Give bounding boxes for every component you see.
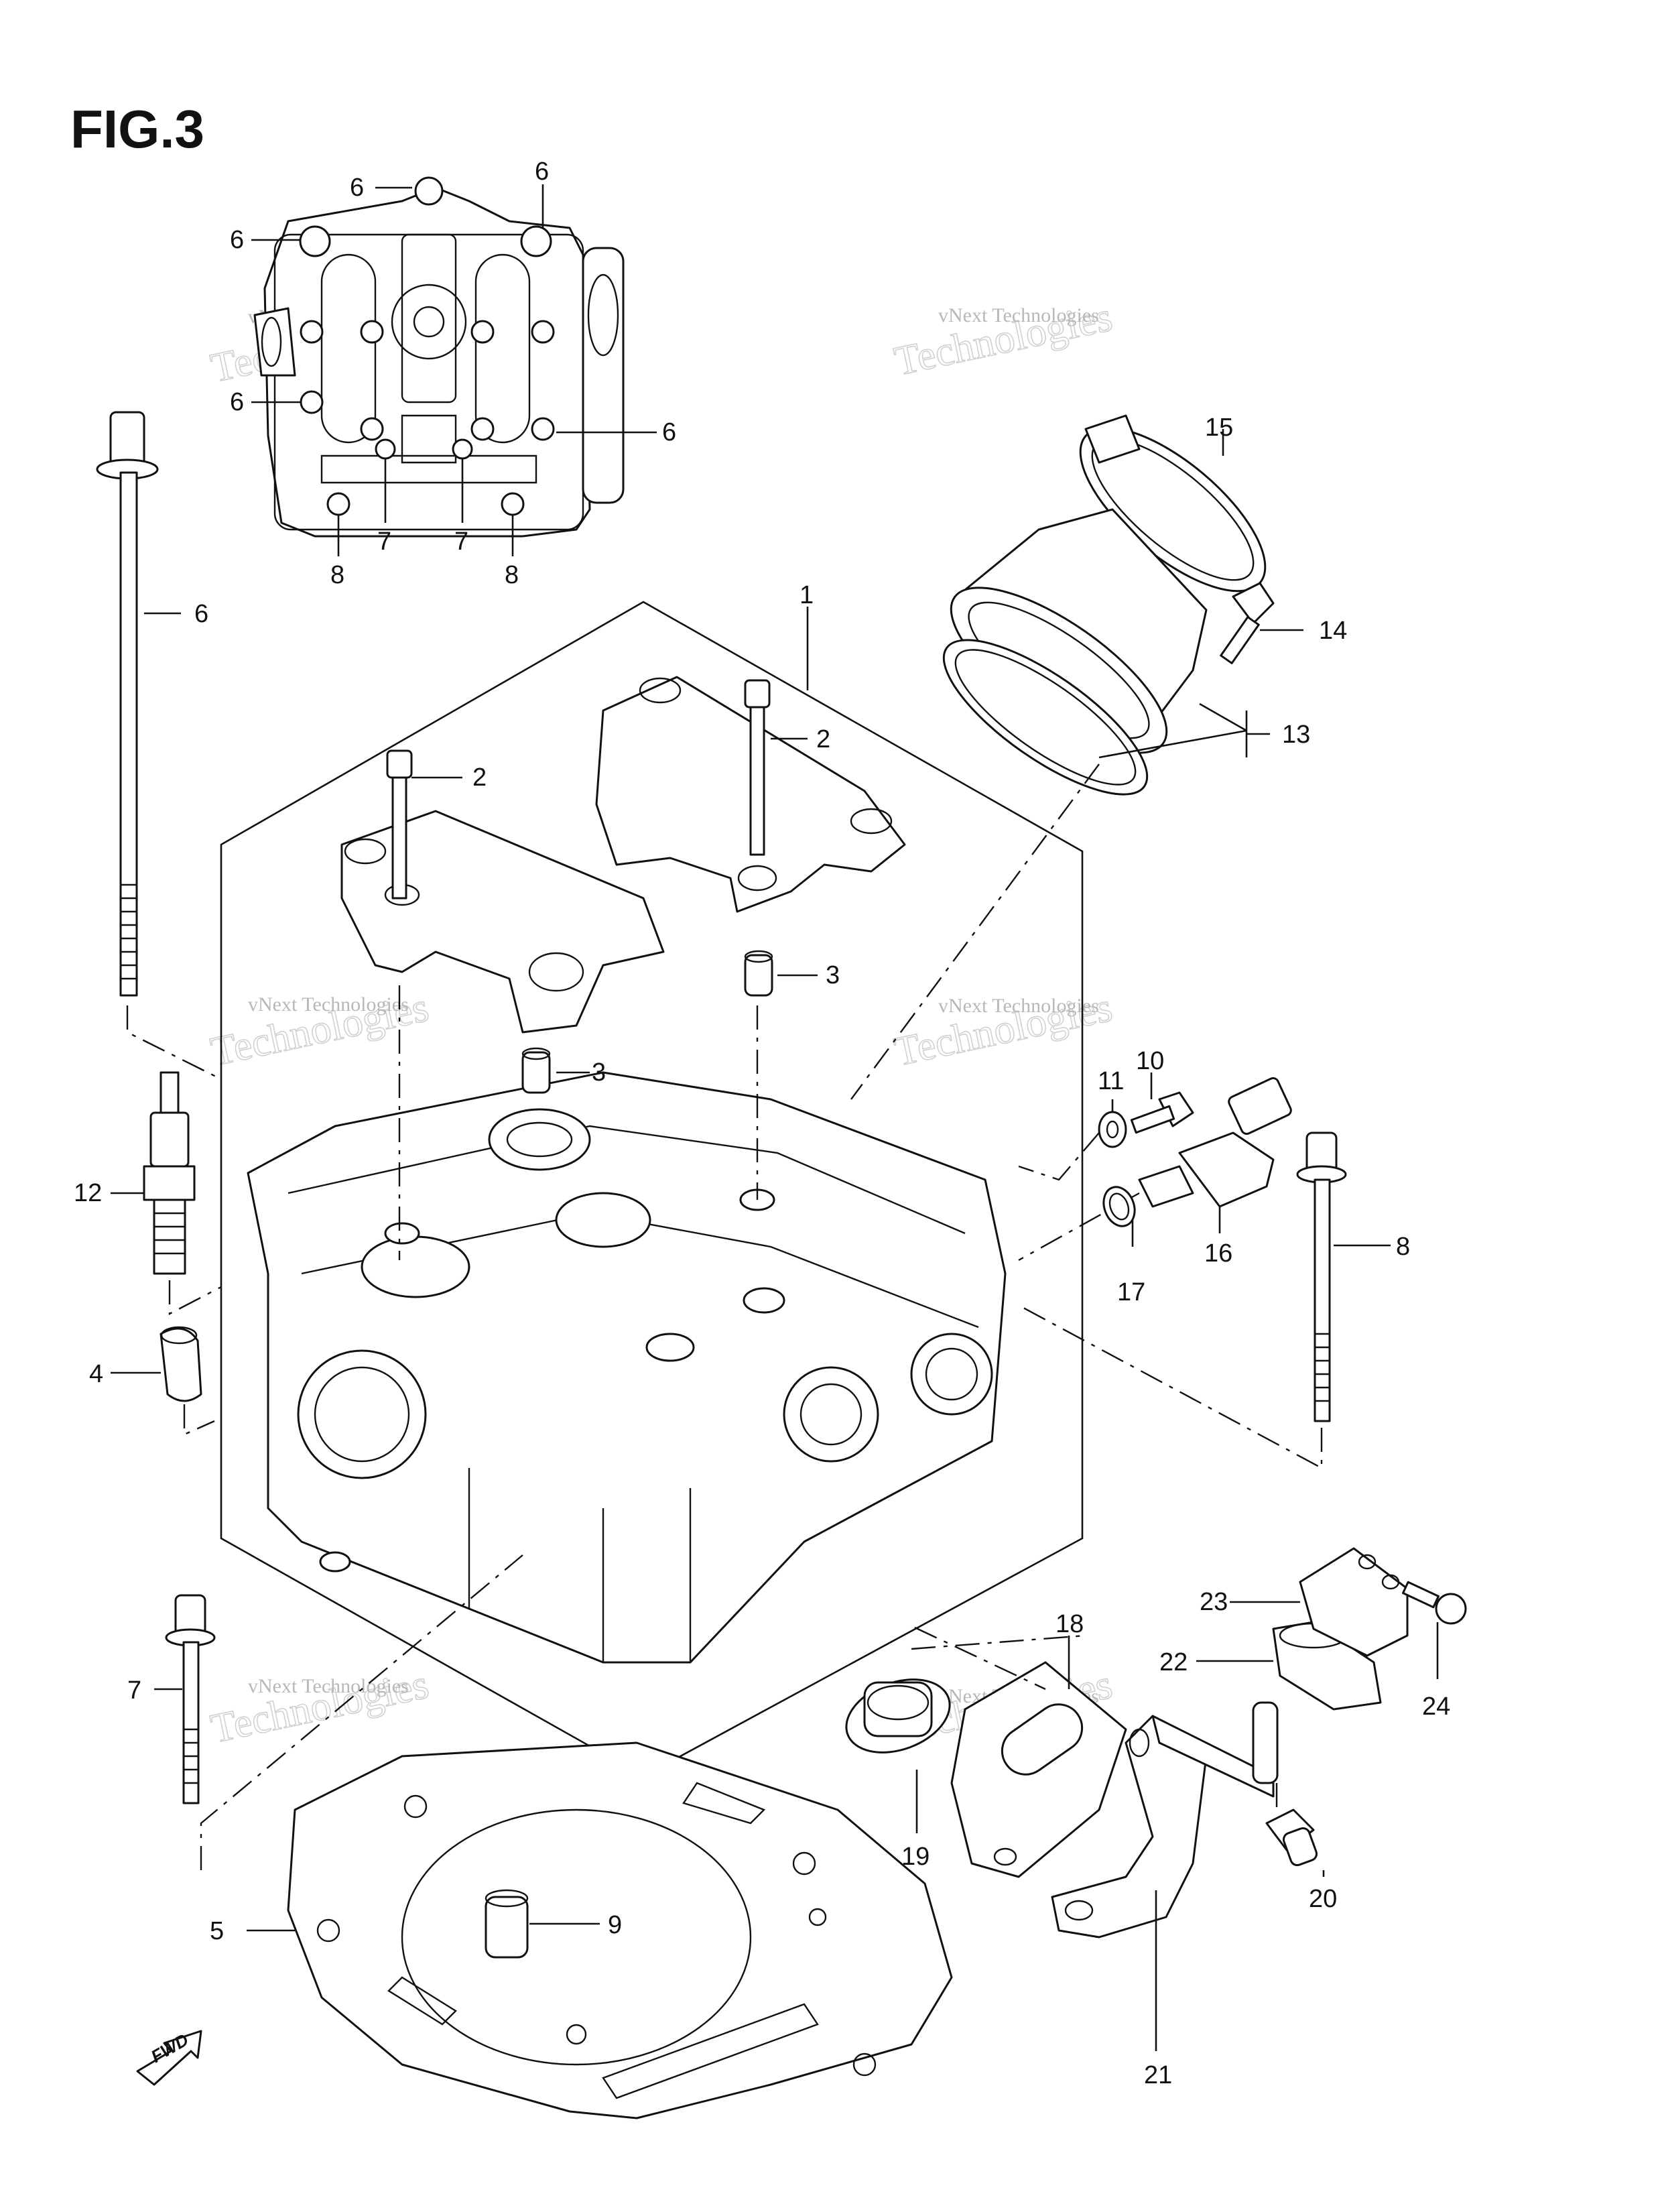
fwd-arrow: FWD	[136, 2030, 202, 2086]
part-16-temperature-sensor	[1018, 1077, 1292, 1262]
callout-24: 24	[1422, 1693, 1450, 1721]
cylinder-head-top-view	[253, 176, 625, 538]
part-7-bolt	[154, 1554, 523, 1870]
part-14-screw	[850, 582, 1303, 1100]
callout-21: 21	[1144, 2061, 1172, 2089]
callout-13: 13	[1282, 721, 1310, 749]
part-12-spark-plug	[111, 1071, 222, 1315]
callout-6-bolt: 6	[194, 600, 208, 628]
callout-23: 23	[1200, 1588, 1228, 1616]
part-6-head-bolt	[96, 411, 222, 1081]
top-view-leaders	[251, 184, 657, 556]
callout-6-top: 6	[350, 174, 364, 202]
callout-17: 17	[1117, 1278, 1145, 1306]
part-24-bolt	[1402, 1581, 1467, 1679]
callout-19: 19	[901, 1843, 930, 1871]
part-3-dowel-right	[744, 950, 818, 997]
callout-18: 18	[1056, 1610, 1084, 1638]
callout-16: 16	[1204, 1239, 1232, 1268]
callout-14: 14	[1319, 617, 1347, 645]
callout-6-midright: 6	[662, 418, 676, 446]
callout-22: 22	[1159, 1648, 1188, 1676]
callout-10: 10	[1136, 1047, 1164, 1075]
part-2-camshaft-holder-right	[595, 676, 906, 1200]
part-13-intake-pipe	[942, 508, 1270, 796]
part-17-o-ring	[1102, 1186, 1136, 1247]
part-21-water-pipe	[1051, 1701, 1279, 2051]
callout-7a: 7	[377, 528, 391, 556]
callout-8b: 8	[505, 561, 519, 589]
callout-9: 9	[608, 1911, 622, 1939]
part-2-camshaft-holder-left	[340, 749, 665, 1260]
watermark-small: vNext Technologies	[248, 993, 409, 1016]
callout-1: 1	[800, 581, 814, 609]
part-8-bolt	[1021, 1131, 1391, 1470]
part-10-bolt	[1130, 1072, 1194, 1134]
part-11-washer	[1098, 1099, 1127, 1148]
callout-labels: 6 6 6 6 6 7 7 8 8 6 1 2 2 3 3 15 14 13 1…	[74, 158, 1450, 2089]
callout-3-left: 3	[592, 1058, 606, 1087]
callout-11: 11	[1098, 1067, 1124, 1095]
callout-6-topright: 6	[535, 158, 549, 186]
cover-dash-line	[914, 1626, 1046, 1691]
callout-20: 20	[1309, 1885, 1337, 1913]
callout-4: 4	[89, 1360, 103, 1388]
callout-7b: 7	[454, 528, 468, 556]
watermark-small: vNext Technologies	[248, 1675, 409, 1697]
watermark-small: vNext Technologies	[938, 304, 1099, 326]
callout-2-left: 2	[472, 763, 487, 792]
sensor-dash-line	[1018, 1132, 1100, 1181]
callout-7-bolt: 7	[127, 1676, 141, 1705]
callout-12: 12	[74, 1179, 102, 1207]
callout-8-bolt: 8	[1396, 1233, 1410, 1261]
part-3-dowel-left	[521, 1047, 590, 1094]
callout-2-right: 2	[816, 725, 830, 753]
part-1-cylinder-head	[220, 601, 1084, 1778]
figure-title: FIG.3	[70, 99, 204, 159]
part-19-thermostat	[845, 1678, 951, 1833]
part-4-dowel	[111, 1326, 215, 1436]
callout-3-right: 3	[826, 961, 840, 989]
part-5-cylinder-head-gasket	[247, 1741, 953, 2119]
part-20-bolt	[1265, 1783, 1325, 1877]
callout-15: 15	[1205, 414, 1233, 442]
part-23-clamp-bracket	[1230, 1547, 1409, 1657]
callout-6-midleft: 6	[230, 388, 244, 416]
callout-6-topleft: 6	[230, 226, 244, 254]
callout-8a: 8	[330, 561, 344, 589]
callout-5: 5	[210, 1917, 224, 1945]
watermark-small: vNext Technologies	[938, 995, 1099, 1017]
part-18-thermostat-cover	[911, 1634, 1127, 1878]
part-9-dowel	[485, 1889, 600, 1959]
